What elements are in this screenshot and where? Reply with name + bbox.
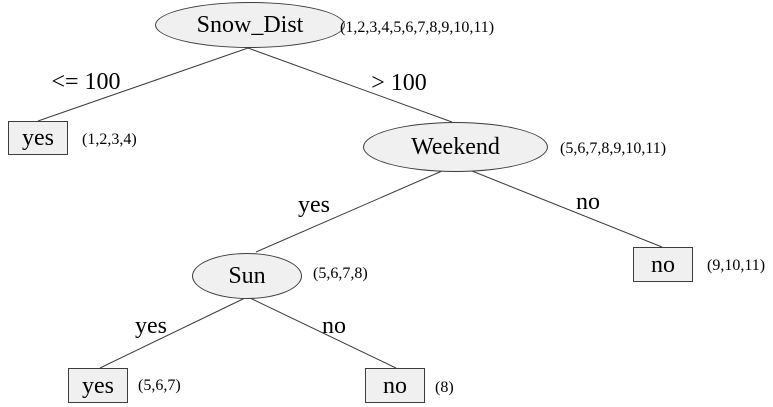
node-snow-dist-label: Snow_Dist bbox=[196, 12, 304, 38]
edge-label-gt-100: > 100 bbox=[371, 70, 427, 96]
edge-root-to-yes-leaf bbox=[37, 47, 249, 122]
edge-label-weekend-yes: yes bbox=[298, 192, 330, 218]
annotation-sun: (5,6,7,8) bbox=[313, 265, 368, 282]
leaf-weekend-no-label: no bbox=[651, 251, 675, 278]
node-sun: Sun bbox=[192, 253, 302, 299]
edge-sun-to-yes-leaf bbox=[99, 297, 246, 369]
node-weekend-label: Weekend bbox=[411, 134, 500, 160]
annotation-snow-yes: (1,2,3,4) bbox=[82, 131, 137, 148]
annotation-weekend: (5,6,7,8,9,10,11) bbox=[560, 140, 667, 157]
leaf-sun-no-label: no bbox=[383, 372, 407, 399]
edge-weekend-to-no-leaf bbox=[471, 170, 663, 248]
annotation-sun-no: (8) bbox=[435, 379, 454, 396]
leaf-weekend-no: no bbox=[633, 247, 693, 282]
edge-root-to-weekend bbox=[247, 47, 453, 123]
leaf-sun-yes: yes bbox=[68, 368, 128, 403]
node-snow-dist: Snow_Dist bbox=[155, 2, 345, 48]
annotation-weekend-no: (9,10,11) bbox=[707, 257, 766, 274]
leaf-sun-no: no bbox=[365, 368, 425, 403]
leaf-snow-yes: yes bbox=[8, 121, 68, 155]
edge-label-sun-no: no bbox=[322, 313, 346, 339]
edge-label-le-100: <= 100 bbox=[51, 69, 121, 95]
leaf-sun-yes-label: yes bbox=[82, 372, 114, 399]
node-sun-label: Sun bbox=[228, 263, 266, 289]
leaf-snow-yes-label: yes bbox=[22, 125, 54, 151]
edge-sun-to-no-leaf bbox=[249, 297, 397, 369]
edge-weekend-to-sun bbox=[255, 170, 443, 253]
edge-label-weekend-no: no bbox=[576, 189, 600, 215]
edge-label-sun-yes: yes bbox=[135, 313, 167, 339]
annotation-root: (1,2,3,4,5,6,7,8,9,10,11) bbox=[340, 19, 495, 36]
annotation-sun-yes: (5,6,7) bbox=[138, 377, 181, 394]
node-weekend: Weekend bbox=[363, 122, 548, 172]
